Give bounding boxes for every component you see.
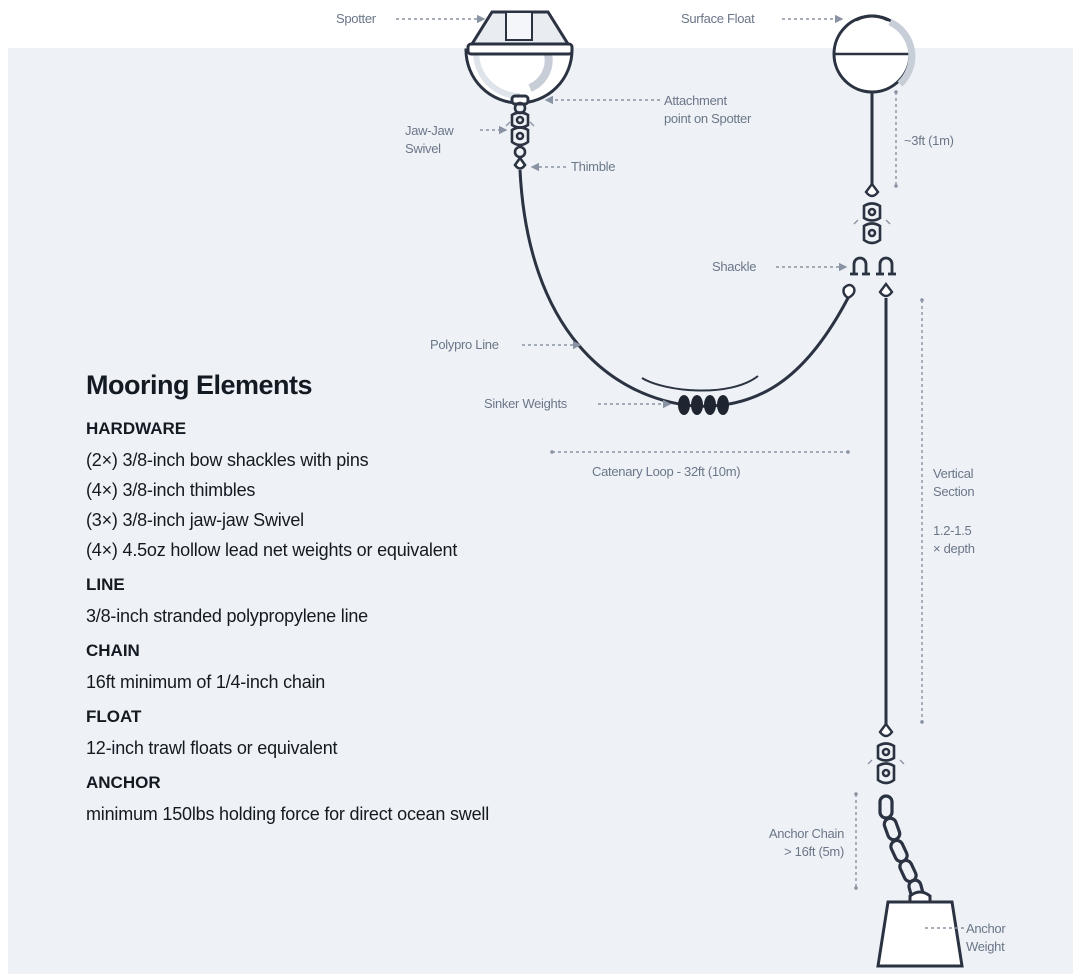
label-sinker-weights: Sinker Weights <box>484 396 567 411</box>
label-catenary-loop: Catenary Loop - 32ft (10m) <box>592 464 741 479</box>
anchor-chain <box>878 794 925 902</box>
label-anchor-chain-2: > 16ft (5m) <box>784 844 844 859</box>
surface-float <box>832 14 916 94</box>
spotter-buoy <box>464 10 574 106</box>
hardware-heading: HARDWARE <box>86 419 187 438</box>
spotter-swivel <box>505 101 535 170</box>
hardware-group: HARDWARE (2×) 3/8-inch bow shackles with… <box>86 419 686 565</box>
mooring-elements-list: Mooring Elements HARDWARE (2×) 3/8-inch … <box>86 370 686 839</box>
label-shackle: Shackle <box>712 259 757 274</box>
anchor-swivel <box>867 742 905 785</box>
line-heading: LINE <box>86 575 125 594</box>
label-thimble: Thimble <box>571 159 616 174</box>
hardware-item: (4×) 4.5oz hollow lead net weights or eq… <box>86 540 458 560</box>
anchor-item: minimum 150lbs holding force for direct … <box>86 804 489 824</box>
label-anchor-weight-1: Anchor <box>966 921 1006 936</box>
anchor-weight <box>876 890 964 968</box>
label-surface-float: Surface Float <box>681 11 755 26</box>
float-heading: FLOAT <box>86 707 142 726</box>
label-anchor-weight-2: Weight <box>966 939 1005 954</box>
label-vertical-1: Vertical <box>933 466 974 481</box>
leader-lines <box>396 14 964 929</box>
anchor-heading: ANCHOR <box>86 773 161 792</box>
hardware-item: (3×) 3/8-inch jaw-jaw Swivel <box>86 510 304 530</box>
label-swivel-2: Swivel <box>405 141 441 156</box>
elements-title: Mooring Elements <box>86 370 313 400</box>
line-group: LINE 3/8-inch stranded polypropylene lin… <box>86 575 686 631</box>
label-depth-2: × depth <box>933 541 975 556</box>
hardware-item: (4×) 3/8-inch thimbles <box>86 480 256 500</box>
label-polypro-line: Polypro Line <box>430 337 499 352</box>
float-swivel <box>853 202 891 245</box>
hardware-item: (2×) 3/8-inch bow shackles with pins <box>86 450 369 470</box>
label-three-ft: ~3ft (1m) <box>904 133 954 148</box>
label-attachment-1: Attachment <box>664 93 727 108</box>
label-spotter: Spotter <box>336 11 376 26</box>
float-item: 12-inch trawl floats or equivalent <box>86 738 338 758</box>
shackle-pair <box>850 256 896 276</box>
label-vertical-2: Section <box>933 484 975 499</box>
anchor-group: ANCHOR minimum 150lbs holding force for … <box>86 773 686 829</box>
float-group: FLOAT 12-inch trawl floats or equivalent <box>86 707 686 763</box>
label-depth-1: 1.2-1.5 <box>933 523 972 538</box>
label-swivel-1: Jaw-Jaw <box>405 123 454 138</box>
label-attachment-2: point on Spotter <box>664 111 751 126</box>
chain-group: CHAIN 16ft minimum of 1/4-inch chain <box>86 641 686 697</box>
label-anchor-chain-1: Anchor Chain <box>768 826 844 841</box>
chain-item: 16ft minimum of 1/4-inch chain <box>86 672 326 692</box>
sinker-weights <box>678 395 729 415</box>
chain-heading: CHAIN <box>86 641 140 660</box>
line-item: 3/8-inch stranded polypropylene line <box>86 606 368 626</box>
